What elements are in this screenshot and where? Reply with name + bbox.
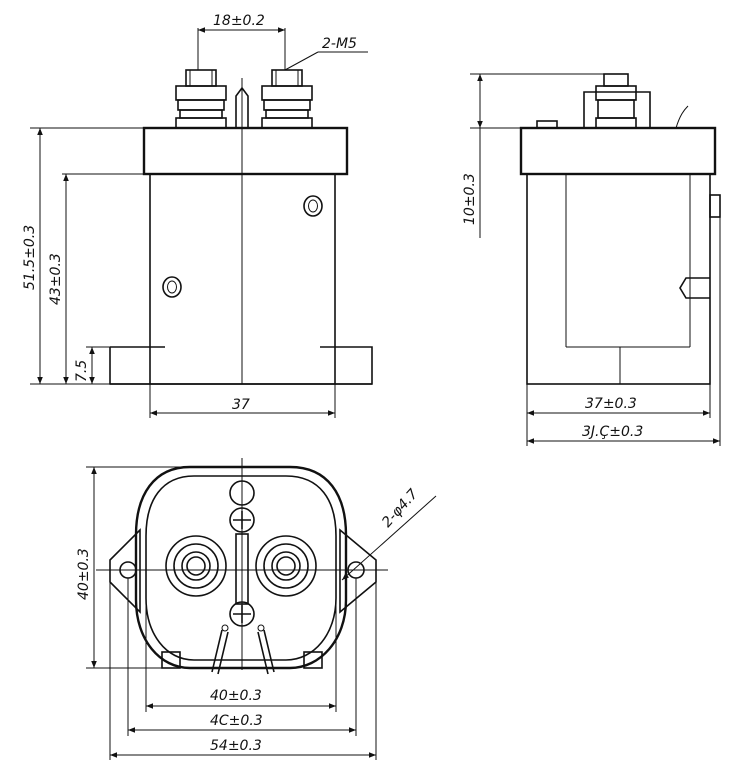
terminal-stud-left (165, 535, 227, 597)
front-foot-left (109, 346, 165, 385)
dim-side-body-width: 37±0.3 (585, 396, 637, 412)
wire-left (211, 629, 229, 675)
dim-total-height: 51.5±0.3 (22, 225, 38, 290)
terminal-left (175, 69, 227, 129)
dim-thread: 2-M5 (322, 36, 357, 52)
dim-bottom-width-1: 40±0.3 (210, 688, 262, 704)
coil-pin (235, 86, 249, 128)
dim-body-height: 43±0.3 (48, 253, 64, 305)
dim-side-overall-width: 3J.Ç±0.3 (582, 424, 643, 440)
side-body (526, 173, 711, 385)
dim-hole: 2-φ4.7 (379, 486, 421, 531)
side-tab (679, 277, 710, 299)
dim-foot-height: 7.5 (74, 360, 90, 382)
terminal-right (261, 69, 313, 129)
dim-bottom-width-2: 4C±0.3 (210, 713, 263, 729)
housing-outline (134, 465, 348, 670)
centre-slot (235, 533, 249, 605)
terminal-stud-right (255, 535, 317, 597)
front-foot-right (320, 346, 373, 385)
screw-icon (229, 507, 255, 533)
dim-bottom-height: 40±0.3 (76, 548, 92, 600)
dim-terminal-height: 10±0.3 (462, 173, 478, 225)
front-cap (142, 126, 349, 176)
vent-circle (229, 480, 255, 506)
wire (675, 105, 689, 129)
rivet-icon (162, 276, 182, 298)
dim-body-width: 37 (232, 397, 250, 413)
bottom-view: 2-φ4.7 40±0.3 40±0.3 4C±0.3 54±0.3 (76, 458, 437, 760)
screw-icon (229, 601, 255, 627)
side-terminal (583, 73, 651, 129)
side-view: 10±0.3 37±0.3 3J.Ç±0.3 (462, 73, 721, 446)
front-view: 18±0.2 2-M5 51.5±0.3 43±0.3 7.5 37 (22, 13, 373, 418)
dim-terminal-spacing: 18±0.2 (213, 13, 265, 29)
dim-bottom-width-3: 54±0.3 (210, 738, 262, 754)
side-cap (519, 126, 717, 176)
rivet-icon (303, 195, 323, 217)
side-bracket (709, 194, 721, 218)
wire-right (257, 629, 275, 675)
